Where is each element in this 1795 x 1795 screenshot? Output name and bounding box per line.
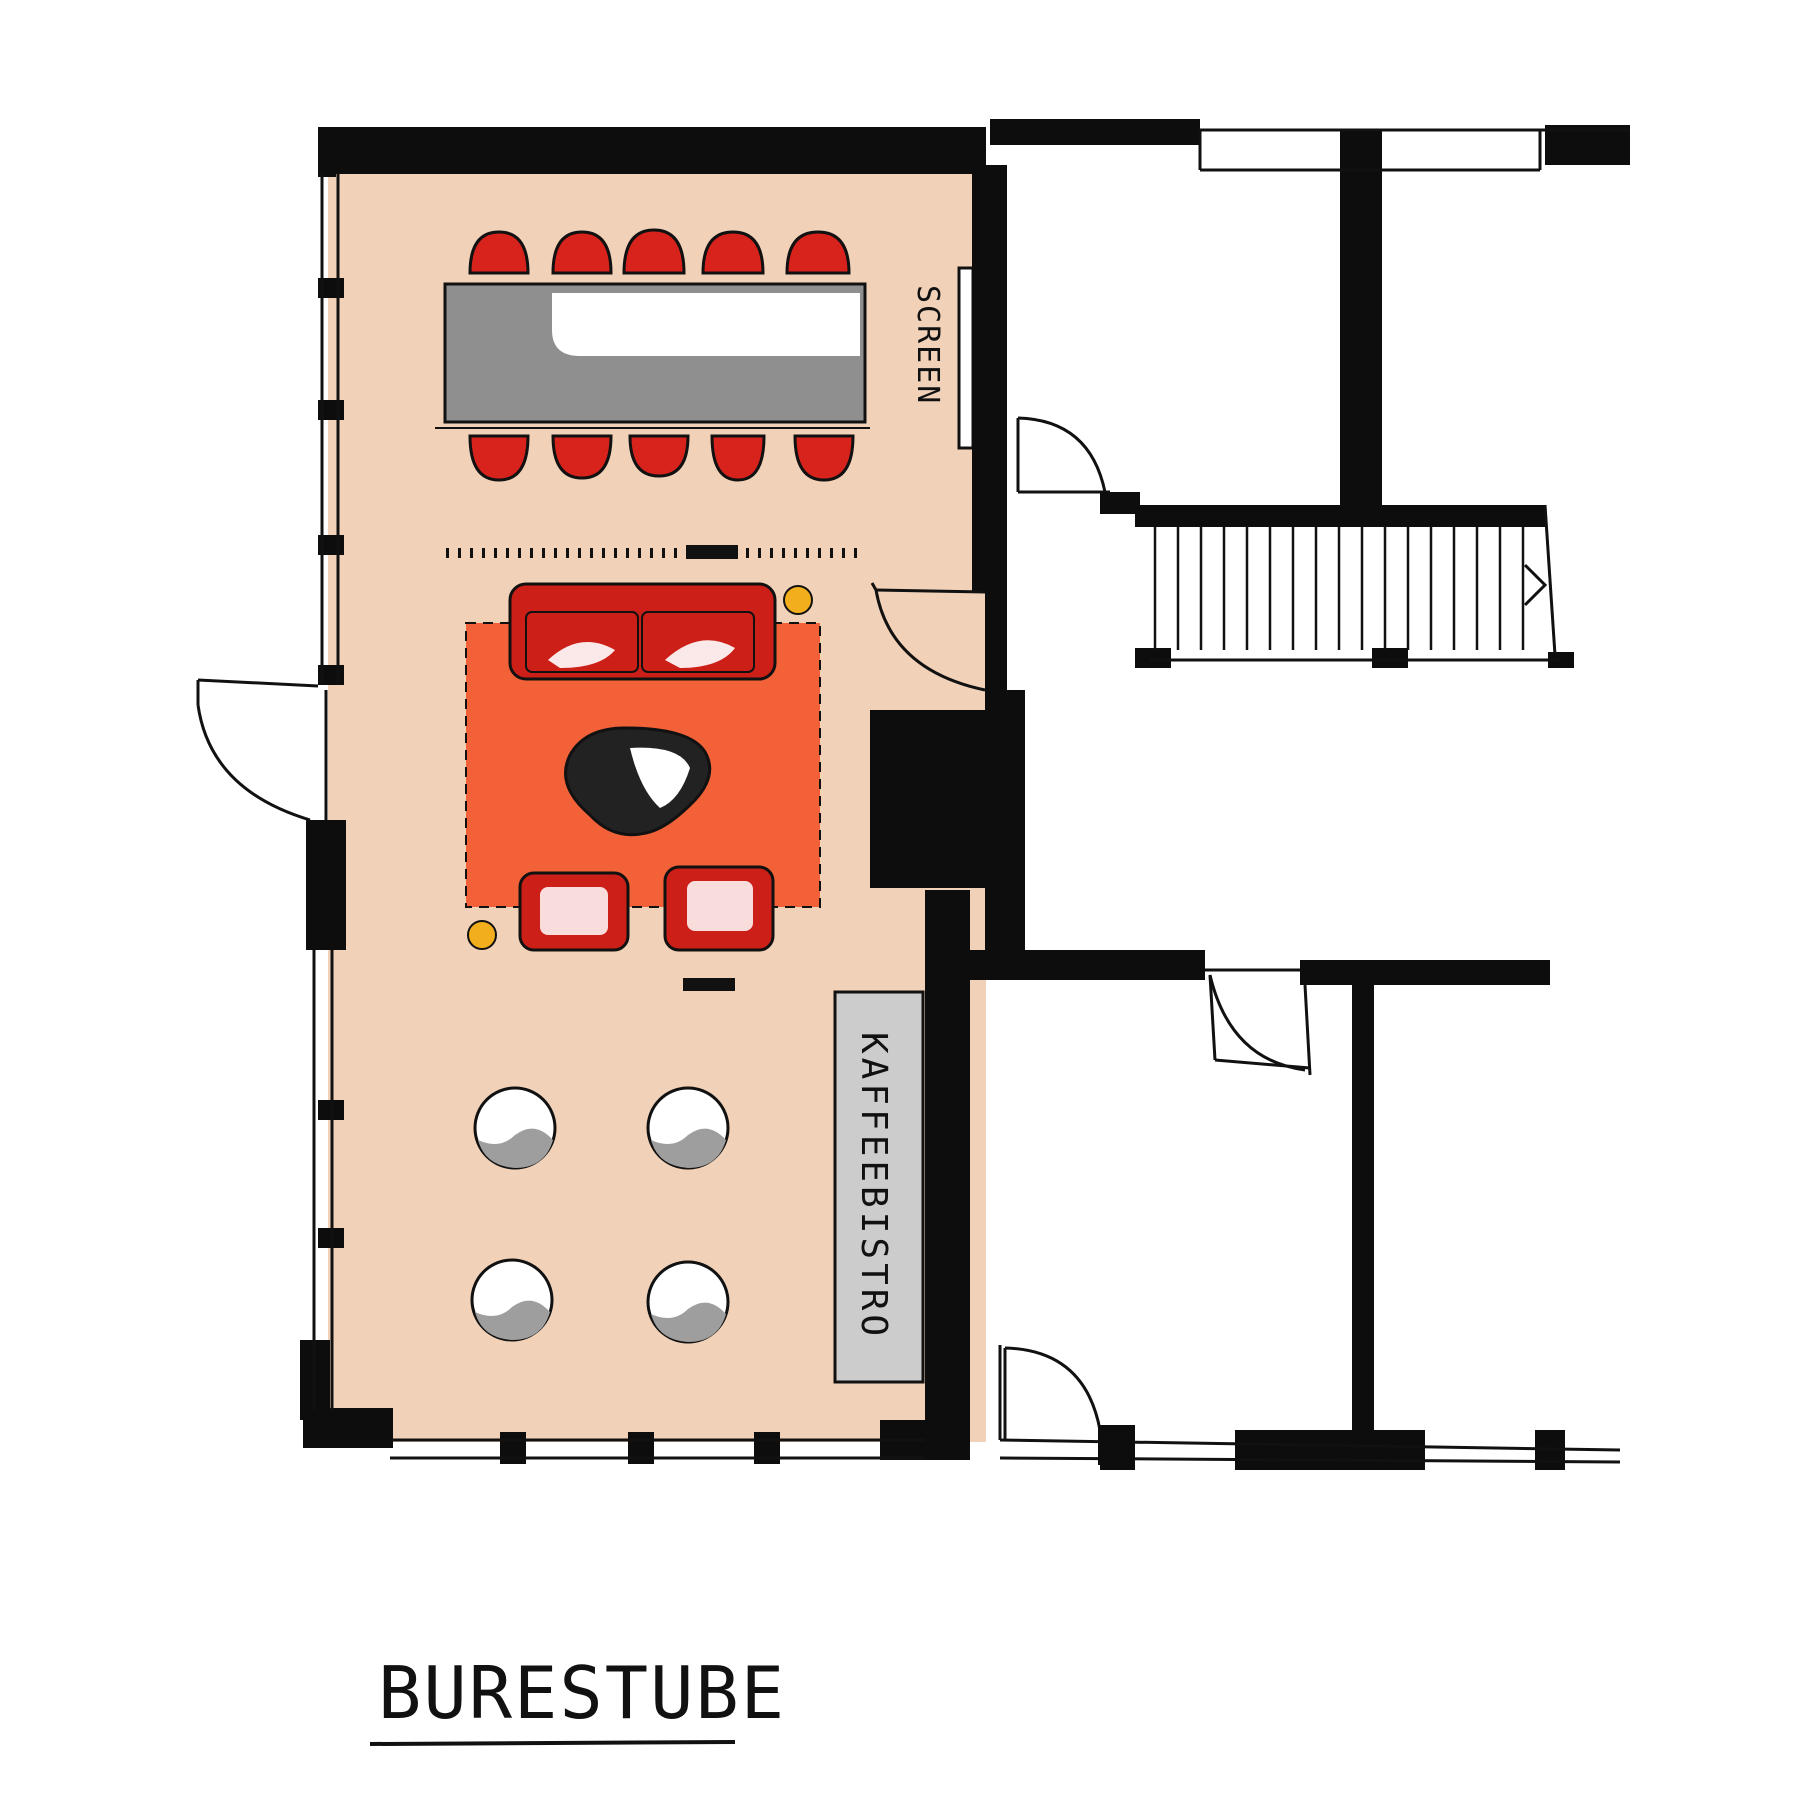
conference-area [435,228,870,482]
chair-icon [628,434,690,478]
title-underline [369,1740,736,1746]
stair-base-post [1135,648,1171,668]
wall-left-corner-top [318,127,336,177]
wall-vertical-left-2 [1005,690,1025,955]
chair-icon [785,230,851,275]
chairs-top-row [468,228,851,275]
wall-vertical-left [985,165,1007,965]
kaffeebistro-label: KAFFEEBISTRO [853,1032,894,1340]
stair-arrow-icon [1523,563,1548,607]
plan-title-block: BURESTUBE [369,1651,786,1746]
adjacent-rooms [965,119,1630,1470]
wall-bottom-right [1235,1430,1425,1470]
chair-icon [468,434,530,482]
chair-icon [710,434,766,482]
window-lines [312,172,925,1460]
conference-table [435,282,870,429]
wall-column-lower [1352,965,1374,1435]
staircase [1153,527,1525,650]
wall-stair-top [1135,505,1545,527]
chair-icon [622,228,686,275]
door-swing-icon [1003,1346,1134,1465]
wall-top [318,127,986,174]
kaffeebistro-counter: KAFFEEBISTRO [833,990,925,1384]
chair-icon [551,230,613,275]
armchair-icon [663,865,775,952]
floor-lamp-icon [783,585,813,615]
side-shelf [683,978,735,991]
wall-left-pier [306,820,346,950]
lounge-area [465,582,821,991]
wall-top-right [1545,125,1630,165]
wall-right-lower [925,890,970,1446]
room-divider [446,545,860,559]
chair-icon [701,230,765,275]
wall-mid-right [965,950,1205,980]
floor-lamp-icon [467,920,497,950]
round-stool-icon [473,1086,557,1170]
armchair-icon [518,871,630,952]
chairs-bottom-row [468,434,855,482]
door-swing-icon [1016,416,1140,514]
round-stool-icon [646,1086,730,1170]
door-swing-icon [196,678,319,822]
chair-icon [468,230,530,275]
screen-wall-unit: SCREEN [910,266,975,450]
door-swing-icon [870,582,986,692]
wall-mid-right [1300,960,1550,985]
chair-icon [551,434,613,480]
screen-label: SCREEN [910,285,945,405]
wall-column [1340,130,1382,520]
wall-top-right [990,119,1200,145]
wall-right-mid [870,710,1005,888]
round-stool-icon [646,1260,730,1344]
stair-base-post [1548,652,1574,668]
round-stool-icon [470,1258,554,1342]
sofa-icon [508,582,777,681]
door-swing-icon [1208,974,1312,1076]
chair-icon [793,434,855,482]
bistro-stools [470,1086,730,1344]
plan-title: BURESTUBE [378,1651,786,1735]
stair-base-post [1372,648,1408,668]
wall-column-cap [1340,130,1382,170]
